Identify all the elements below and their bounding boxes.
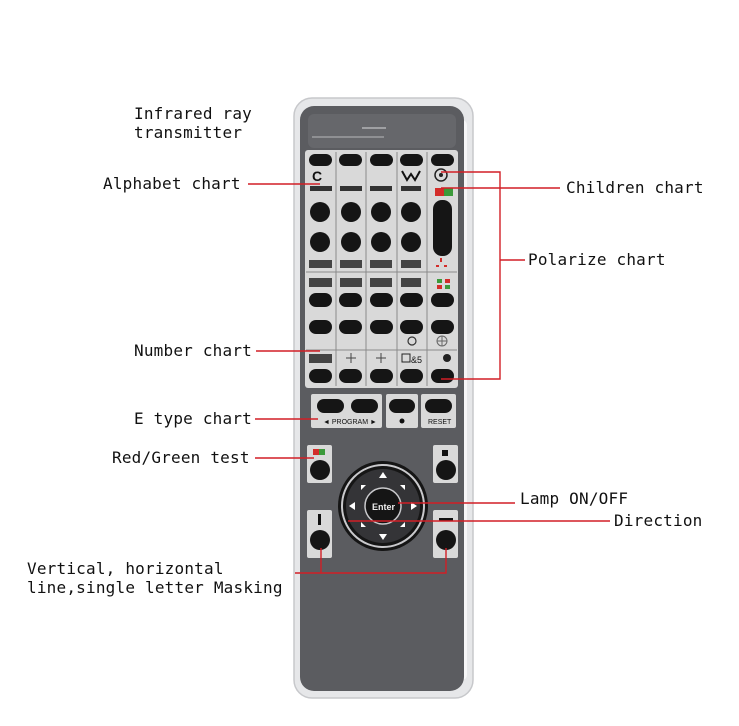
vertical-mask-button[interactable] — [310, 530, 330, 550]
chart-button[interactable] — [310, 232, 330, 252]
label-children-chart: Children chart — [566, 178, 704, 197]
green-square — [444, 188, 453, 196]
label-lamp: Lamp ON/OFF — [520, 489, 629, 508]
green-square — [319, 449, 325, 455]
chart-button[interactable] — [339, 154, 362, 166]
reset-button[interactable] — [425, 399, 452, 413]
chart-button[interactable] — [370, 293, 393, 307]
label-red-green-test: Red/Green test — [112, 448, 250, 467]
chart-button[interactable] — [341, 232, 361, 252]
label-polarize-chart: Polarize chart — [528, 250, 666, 269]
vertical-line-icon — [318, 514, 321, 525]
stop-icon — [442, 450, 448, 456]
target-icon-center — [439, 173, 443, 177]
program-right-button[interactable] — [351, 399, 378, 413]
number-glyph: &5 — [411, 355, 422, 365]
label-alphabet-chart: Alphabet chart — [103, 174, 241, 193]
dpad-up-icon[interactable] — [379, 472, 387, 478]
target-icon — [443, 354, 451, 362]
chart-thumbnails — [310, 186, 421, 191]
leader-polarize — [441, 171, 501, 380]
panel-grid — [306, 152, 457, 386]
chart-button[interactable] — [370, 154, 393, 166]
round-buttons-3 — [309, 369, 454, 383]
number-thumbnails — [309, 354, 332, 363]
color-grid-icon — [437, 279, 450, 289]
dpad-right-icon[interactable] — [411, 502, 417, 510]
chart-button[interactable] — [310, 202, 330, 222]
ir-window — [308, 114, 456, 148]
dot-button[interactable] — [389, 399, 415, 413]
horizontal-line-icon — [439, 518, 453, 521]
horizontal-mask-button[interactable] — [436, 530, 456, 550]
crosshair-icon-lines — [437, 336, 447, 346]
star-icon — [376, 353, 386, 363]
chart-button[interactable] — [309, 369, 332, 383]
chart-button[interactable] — [309, 320, 332, 334]
chart-button[interactable] — [371, 232, 391, 252]
top-row-buttons — [309, 154, 454, 166]
chart-button[interactable] — [431, 154, 454, 166]
star-icon — [346, 353, 356, 363]
square-dot-icon — [401, 353, 411, 363]
chart-button[interactable] — [400, 369, 423, 383]
chart-button[interactable] — [370, 369, 393, 383]
label-masking-line1: Vertical, horizontal — [27, 559, 224, 578]
leader-lines — [248, 171, 610, 574]
label-masking-line2: line,single letter Masking — [27, 578, 283, 597]
chart-button[interactable] — [370, 320, 393, 334]
dpad-outline — [341, 464, 425, 548]
v-chart-icon — [401, 170, 421, 182]
label-infrared-line2: transmitter — [134, 123, 243, 142]
chart-button[interactable] — [309, 154, 332, 166]
chart-button[interactable] — [309, 293, 332, 307]
chart-button[interactable] — [339, 320, 362, 334]
chart-button[interactable] — [400, 320, 423, 334]
chart-button[interactable] — [371, 202, 391, 222]
c-chart-glyph: C — [312, 168, 322, 184]
label-e-type-chart: E type chart — [134, 409, 252, 428]
sun-icon — [407, 336, 417, 346]
program-label: ◄ PROGRAM ► — [323, 419, 377, 426]
chart-button[interactable] — [341, 202, 361, 222]
target-icon — [434, 168, 448, 182]
chart-button[interactable] — [401, 232, 421, 252]
chart-button[interactable] — [400, 293, 423, 307]
cross-dots-icon — [436, 258, 447, 267]
chart-button[interactable] — [401, 202, 421, 222]
chart-button[interactable] — [339, 293, 362, 307]
round-buttons — [310, 202, 421, 252]
round-buttons-2 — [309, 293, 454, 334]
red-green-button[interactable] — [310, 460, 330, 480]
ir-window-line — [362, 127, 386, 129]
polarize-long-button[interactable] — [433, 200, 452, 256]
chart-button[interactable] — [431, 320, 454, 334]
leader-masking — [320, 548, 447, 574]
dpad-down-icon[interactable] — [379, 534, 387, 540]
enter-button[interactable] — [364, 487, 402, 525]
ir-window-line — [312, 136, 384, 138]
label-number-chart: Number chart — [134, 341, 252, 360]
program-left-button[interactable] — [317, 399, 344, 413]
chart-button[interactable] — [339, 369, 362, 383]
stop-button[interactable] — [436, 460, 456, 480]
chart-button[interactable] — [431, 369, 454, 383]
reset-label: RESET — [428, 419, 452, 426]
enter-label: Enter — [372, 502, 396, 512]
dpad-left-icon[interactable] — [349, 502, 355, 510]
dot-icon — [399, 418, 405, 424]
chart-thumbnails-2 — [309, 260, 421, 268]
chart-button[interactable] — [431, 293, 454, 307]
label-direction: Direction — [614, 511, 703, 530]
label-infrared-line1: Infrared ray — [134, 104, 252, 123]
chart-thumbnails-3 — [309, 278, 421, 287]
chart-button[interactable] — [400, 154, 423, 166]
chart-panel — [305, 150, 458, 388]
red-square — [313, 449, 319, 455]
red-square — [435, 188, 444, 196]
